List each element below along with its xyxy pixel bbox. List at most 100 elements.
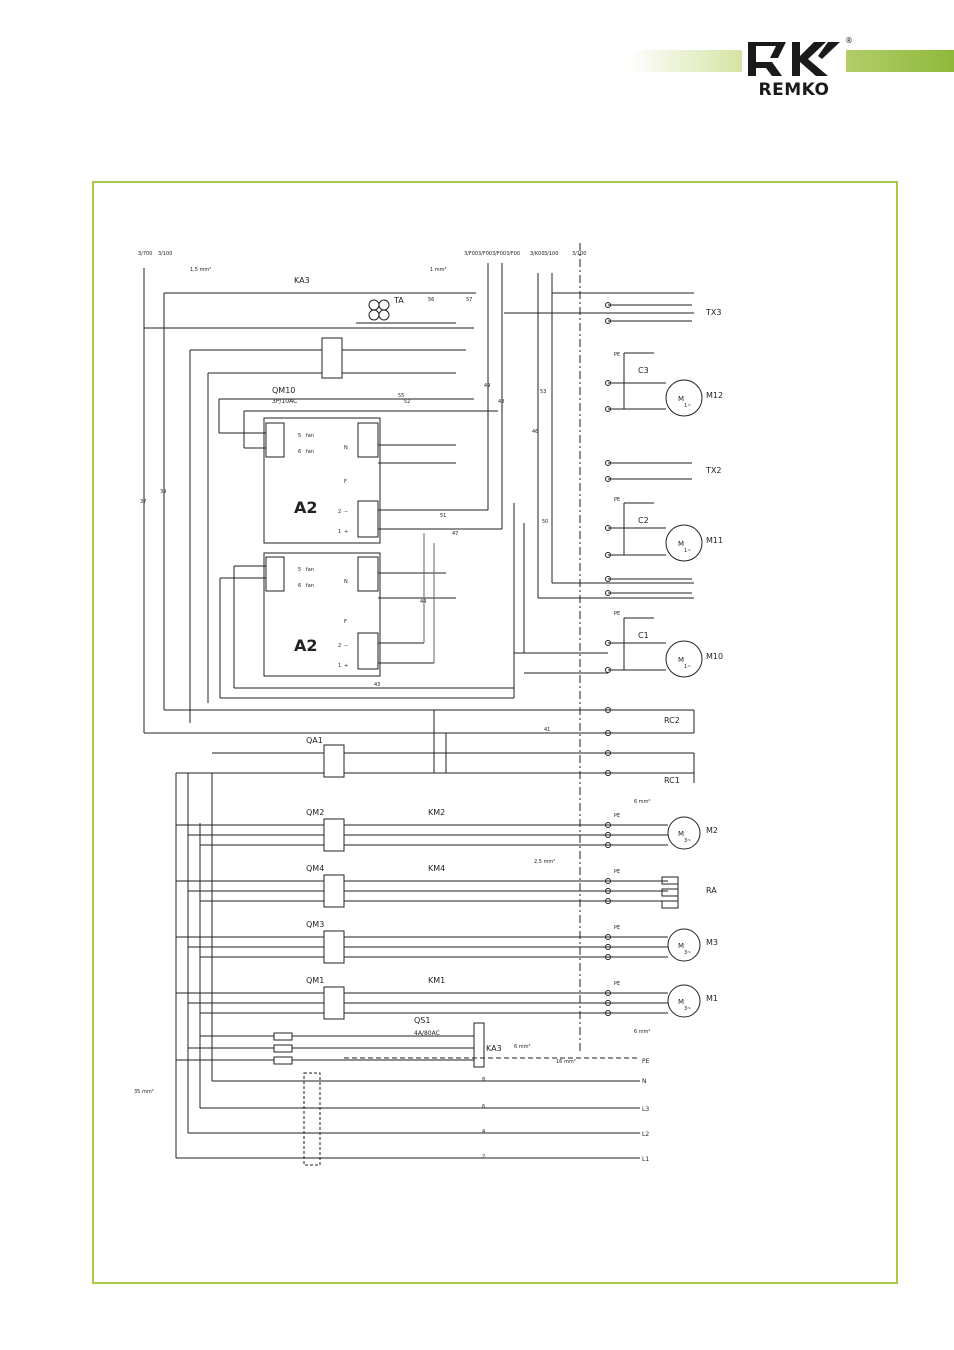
module-top-pin-plus: + xyxy=(344,529,348,535)
wire-number-43: 43 xyxy=(374,682,380,688)
wire-number-4: 4 xyxy=(482,1129,485,1135)
cross-section-6: 16 mm² xyxy=(556,1059,576,1065)
pe-label-m11: PE xyxy=(614,497,620,503)
module-bottom-pin-five-fan: fan xyxy=(306,567,314,573)
pe-label-m10: PE xyxy=(614,611,620,617)
pe-label-m12: PE xyxy=(614,352,620,358)
wire-number-48: 48 xyxy=(498,399,504,405)
label-supply-l3: L3 xyxy=(642,1106,649,1113)
module-top-pin-six-fan: fan xyxy=(306,449,314,455)
label-c2: C2 xyxy=(638,516,649,525)
label-motor-m10-symbol: M xyxy=(678,656,684,664)
wire-number-50: 50 xyxy=(542,519,548,525)
label-qm1: QM1 xyxy=(306,976,324,985)
wire-number-41: 41 xyxy=(544,727,550,733)
label-km1: KM1 xyxy=(428,976,445,985)
cross-section-4: 6 mm² xyxy=(634,1029,651,1035)
module-bottom-pin-minus: − xyxy=(344,643,348,649)
module-top-pin-five: 5 xyxy=(298,433,301,439)
pe-label-m2: PE xyxy=(614,813,620,819)
module-bottom-pin-plus: + xyxy=(344,663,348,669)
module-top-pin-six: 6 xyxy=(298,449,301,455)
terminal-ref-4: 3/F00 xyxy=(492,251,506,257)
cross-section-1: 1 mm² xyxy=(430,267,447,273)
label-ra: RA xyxy=(706,886,717,895)
module-bottom-pin-one: 1 xyxy=(338,663,341,669)
terminal-ref-7: 3/100 xyxy=(544,251,558,257)
label-km2: KM2 xyxy=(428,808,445,817)
cross-section-5: 6 mm² xyxy=(514,1044,531,1050)
label-qm10: QM10 xyxy=(272,386,295,395)
terminal-ref-1: 3/100 xyxy=(158,251,172,257)
terminal-ref-5: 3/F00 xyxy=(506,251,520,257)
label-qm4: QM4 xyxy=(306,864,324,873)
cross-section-2: 2,5 mm² xyxy=(534,859,555,865)
logo-wordmark: REMKO xyxy=(758,80,830,100)
label-supply-pe: PE xyxy=(642,1058,650,1065)
wire-number-6: 6 xyxy=(482,1104,485,1110)
module-bottom-pin-n: N xyxy=(344,579,348,585)
label-supply-l1: L1 xyxy=(642,1156,649,1163)
label-km4: KM4 xyxy=(428,864,445,873)
label-qa1: QA1 xyxy=(306,736,323,745)
label-qm3: QM3 xyxy=(306,920,324,929)
wire-number-44: 44 xyxy=(420,599,426,605)
wire-number-2: 2 xyxy=(482,1154,485,1160)
wire-number-37: 37 xyxy=(140,499,146,505)
label-rc1: RC1 xyxy=(664,776,680,785)
wire-number-49: 49 xyxy=(484,383,490,389)
wire-number-39: 39 xyxy=(160,489,166,495)
label-motor-m11-phase: 1~ xyxy=(684,548,691,554)
wire-number-53: 53 xyxy=(540,389,546,395)
pe-label-m3: PE xyxy=(614,925,620,931)
label-m11: M11 xyxy=(706,536,723,545)
wire-number-55: 55 xyxy=(398,393,404,399)
label-ta: TA xyxy=(393,296,404,305)
label-module-bottom: A2 xyxy=(294,636,318,655)
module-bottom-pin-five: 5 xyxy=(298,567,301,573)
wire-number-56: 56 xyxy=(428,297,434,303)
pe-label-ra: PE xyxy=(614,869,620,875)
wiring-schematic: QS1 4A/80AC TA KA3 KA3 QA1 QM10 3P/10AC … xyxy=(134,243,723,1166)
label-m3: M3 xyxy=(706,938,718,947)
label-motor-m12-phase: 1~ xyxy=(684,403,691,409)
remko-logo xyxy=(742,38,846,80)
label-supply-l2: L2 xyxy=(642,1131,649,1138)
cross-section-0: 1,5 mm² xyxy=(190,267,211,273)
pe-label-m1: PE xyxy=(614,981,620,987)
module-bottom-pin-six: 6 xyxy=(298,583,301,589)
module-top-pin-f: F xyxy=(344,479,347,485)
label-c3: C3 xyxy=(638,366,649,375)
logo-registered-mark: ® xyxy=(845,36,853,45)
label-qs1: QS1 xyxy=(414,1016,430,1025)
cross-section-7: 35 mm² xyxy=(134,1089,154,1095)
cross-section-3: 6 mm² xyxy=(634,799,651,805)
label-motor-m10-phase: 1~ xyxy=(684,664,691,670)
label-motor-m2-symbol: M xyxy=(678,830,684,838)
wire-number-47: 47 xyxy=(452,531,458,537)
label-supply-n: N xyxy=(642,1078,647,1085)
terminal-ref-0: 3/700 xyxy=(138,251,152,257)
wire-number-8: 8 xyxy=(482,1077,485,1083)
label-m1: M1 xyxy=(706,994,718,1003)
label-m10: M10 xyxy=(706,652,723,661)
label-rc2: RC2 xyxy=(664,716,680,725)
label-motor-m3-symbol: M xyxy=(678,942,684,950)
label-m12: M12 xyxy=(706,391,723,400)
wire-number-51: 51 xyxy=(440,513,446,519)
label-motor-m1-symbol: M xyxy=(678,998,684,1006)
label-module-top: A2 xyxy=(294,498,318,517)
module-bottom-pin-f: F xyxy=(344,619,347,625)
wire-number-57: 57 xyxy=(466,297,472,303)
module-top-pin-five-fan: fan xyxy=(306,433,314,439)
label-motor-m12-symbol: M xyxy=(678,395,684,403)
module-top-pin-minus: − xyxy=(344,509,348,515)
module-bottom-pin-two: 2 xyxy=(338,643,341,649)
wire-number-46: 46 xyxy=(532,429,538,435)
label-tx3: TX3 xyxy=(705,308,721,317)
module-top-pin-one: 1 xyxy=(338,529,341,535)
label-tx2: TX2 xyxy=(705,466,721,475)
label-motor-m3-phase: 3~ xyxy=(684,950,691,956)
label-motor-m2-phase: 3~ xyxy=(684,838,691,844)
label-ka3: KA3 xyxy=(294,276,310,285)
